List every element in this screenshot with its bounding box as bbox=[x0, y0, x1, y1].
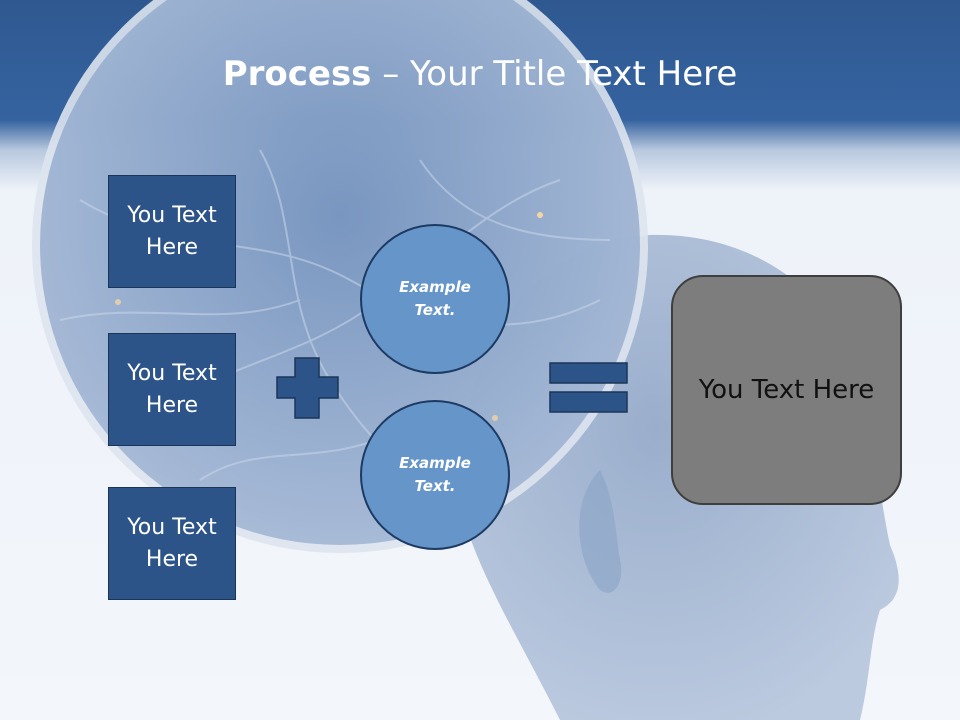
text-box-1-label: You Text Here bbox=[127, 202, 217, 260]
text-box-1[interactable]: You Text Here bbox=[108, 175, 236, 288]
result-box-label: You Text Here bbox=[698, 375, 875, 405]
example-circle-2-label: Example Text. bbox=[399, 454, 471, 495]
text-box-3[interactable]: You Text Here bbox=[108, 487, 236, 600]
title-rest: – Your Title Text Here bbox=[371, 54, 738, 94]
result-box[interactable]: You Text Here bbox=[671, 275, 902, 505]
text-box-2[interactable]: You Text Here bbox=[108, 333, 236, 446]
text-box-3-label: You Text Here bbox=[127, 514, 217, 572]
ear-shape bbox=[579, 470, 622, 593]
example-circle-2[interactable]: Example Text. bbox=[360, 400, 510, 550]
title-bold: Process bbox=[222, 54, 372, 94]
text-box-2-label: You Text Here bbox=[127, 360, 217, 418]
example-circle-1[interactable]: Example Text. bbox=[360, 224, 510, 374]
example-circle-1-label: Example Text. bbox=[399, 278, 471, 319]
slide-title: Process – Your Title Text Here bbox=[0, 52, 960, 96]
